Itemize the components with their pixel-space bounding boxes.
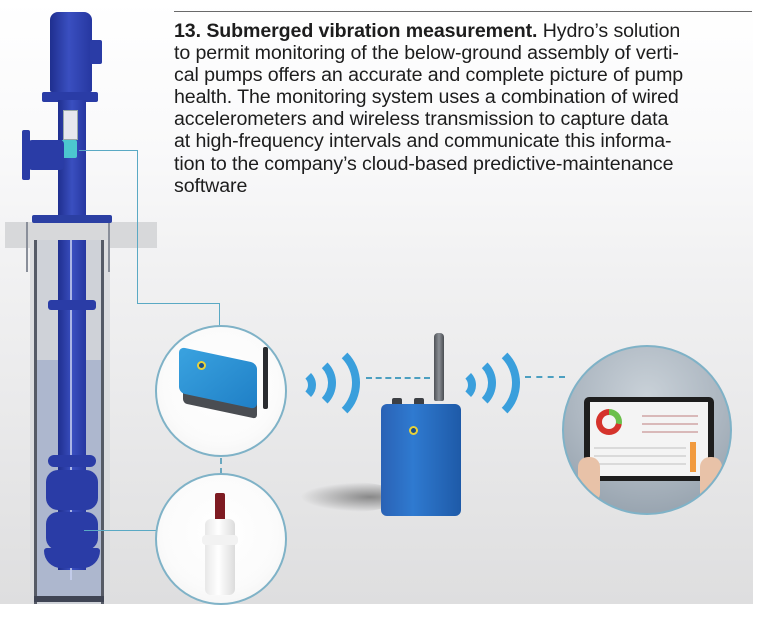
motor-base	[42, 92, 98, 102]
figure-panel: 13. Submerged vibration measurement. Hyd…	[0, 0, 754, 605]
dashboard-bar	[690, 442, 696, 472]
caption-line-8: software	[174, 174, 248, 197]
signal-dash	[366, 377, 430, 379]
gateway-connector	[414, 398, 424, 406]
dashboard-row	[594, 447, 686, 449]
anchor-bolt	[108, 222, 110, 272]
pump-motor	[50, 12, 92, 92]
figure-caption: 13. Submerged vibration measurement. Hyd…	[174, 20, 754, 197]
connector-line	[84, 530, 156, 531]
mounting-plate	[32, 215, 112, 223]
wireless-signal-icon	[300, 340, 360, 426]
dashboard-row	[642, 415, 698, 417]
column-coupling	[48, 300, 96, 310]
signal-dash	[525, 376, 565, 378]
suction-bell	[44, 548, 100, 568]
connector-line	[137, 303, 220, 304]
caption-rule	[174, 11, 752, 12]
bowl-flange	[48, 455, 96, 467]
caption-line-7: tion to the company’s cloud-based predic…	[174, 152, 674, 175]
dashboard-row	[594, 455, 686, 457]
connector-line	[79, 150, 138, 151]
connector-line	[219, 303, 220, 326]
hand-right	[700, 457, 722, 503]
caption-line-6: at high-frequency intervals and communic…	[174, 130, 672, 153]
hydro-logo-icon	[197, 361, 206, 370]
transmitter-callout	[155, 325, 287, 457]
top-sensor	[61, 140, 77, 158]
caption-line-1: 13. Submerged vibration measurement. Hyd…	[174, 20, 754, 42]
caption-line-5: accelerometers and wireless transmission…	[174, 108, 669, 131]
hydro-logo-icon	[409, 426, 418, 435]
dashboard-row	[594, 463, 686, 465]
gateway-connector	[392, 398, 402, 406]
caption-line-2: to permit monitoring of the below-ground…	[174, 42, 679, 65]
hand-left	[578, 457, 600, 503]
connector-line	[137, 150, 138, 303]
caption-text: Hydro’s solution	[537, 20, 681, 42]
dashboard-row	[642, 423, 698, 425]
discharge-flange	[22, 130, 30, 180]
cloud-dashboard-callout	[562, 345, 732, 515]
pump-bowl	[46, 470, 98, 510]
accelerometer-body	[205, 519, 235, 595]
pump-shaft	[70, 240, 72, 580]
accelerometer-callout	[155, 473, 287, 605]
caption-line-4: health. The monitoring system uses a com…	[174, 86, 679, 109]
figure-number: 13.	[174, 20, 201, 42]
pump-bowl	[46, 512, 98, 550]
motor-terminal-box	[90, 40, 102, 64]
accelerometer-ring	[202, 535, 238, 545]
coupling-window	[63, 110, 78, 140]
gateway-device	[381, 404, 461, 516]
caption-line-3: cal pumps offers an accurate and complet…	[174, 64, 684, 87]
accelerometer-cable	[215, 493, 225, 521]
wireless-signal-icon	[460, 340, 520, 426]
dashboard-row	[642, 431, 698, 433]
antenna	[263, 347, 268, 409]
discharge-head	[28, 140, 64, 170]
caption-title: Submerged vibration measurement.	[206, 20, 538, 42]
well-floor	[34, 596, 104, 602]
donut-chart-icon	[596, 409, 622, 435]
anchor-bolt	[26, 222, 28, 272]
connector-dash	[220, 458, 222, 474]
